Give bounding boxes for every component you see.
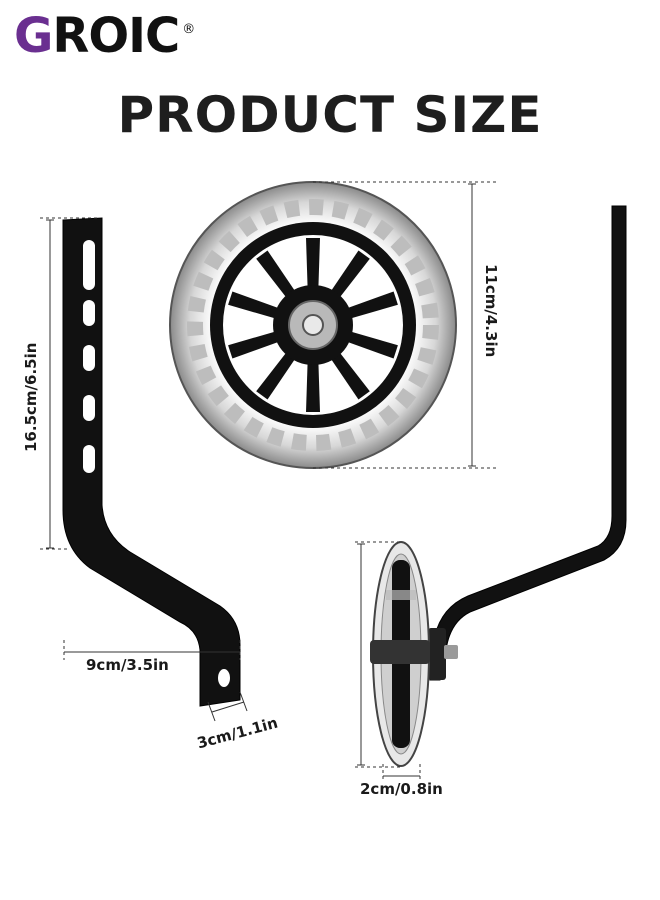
brand-logo: GROIC ®: [14, 8, 195, 64]
dimension-lines-left: [40, 217, 248, 722]
wheel-front-view: [169, 181, 457, 469]
page-title: PRODUCT SIZE: [117, 86, 543, 144]
right-bracket: [428, 205, 627, 681]
bracket-width-label: 9cm/3.5in: [86, 656, 169, 674]
dimension-lines-right: [355, 541, 421, 780]
dimension-lines-wheel: [313, 181, 498, 469]
bracket-holes: [83, 240, 95, 473]
bracket-height-label: 16.5cm/6.5in: [22, 342, 40, 452]
brand-logo-text: ROIC: [52, 8, 180, 64]
brand-logo-letter: G: [14, 8, 53, 64]
wheel-width-label: 2cm/0.8in: [360, 780, 443, 798]
left-bracket: [62, 217, 241, 707]
registered-mark: ®: [182, 22, 196, 37]
wheel-diameter-label: 11cm/4.3in: [482, 264, 500, 358]
wheel-side-view: [370, 541, 430, 767]
